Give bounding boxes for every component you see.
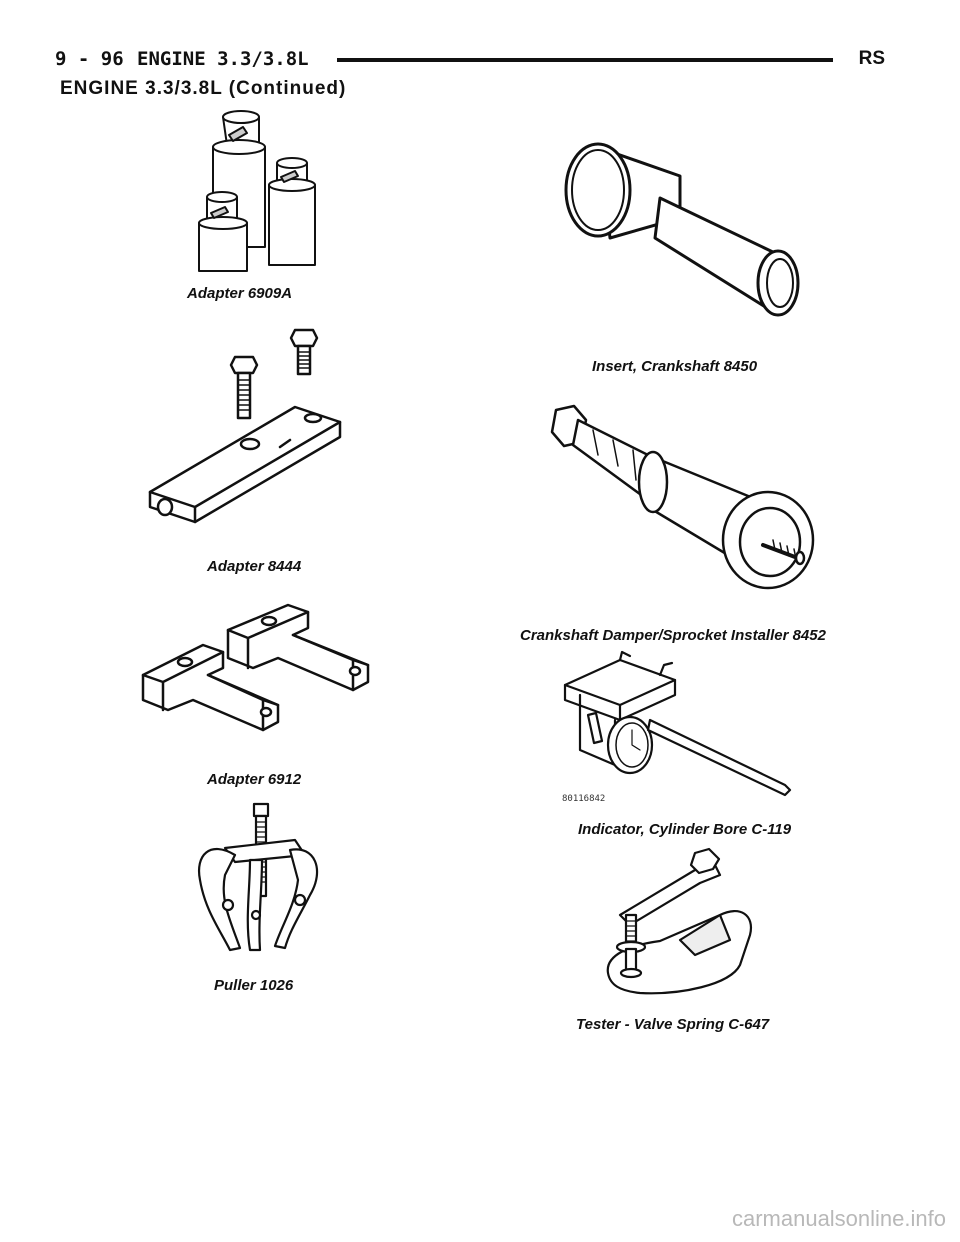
adapter-8444-figure: Adapter 8444: [145, 322, 355, 575]
valve-spring-tester-illustration: [606, 847, 753, 995]
adapter-6912-caption: Adapter 6912: [207, 771, 302, 788]
page-header: 9 - 96 ENGINE 3.3/3.8L RS: [55, 48, 885, 72]
puller-figure: [190, 800, 330, 960]
watermark: carmanualsonline.info: [731, 1206, 946, 1231]
page-number: 9 - 96: [55, 48, 124, 70]
bore-indicator-caption: Indicator, Cylinder Bore C-119: [578, 821, 792, 838]
damper-installer-caption: Crankshaft Damper/Sprocket Installer 845…: [520, 627, 826, 644]
valve-spring-tester-caption: Tester - Valve Spring C-647: [576, 1016, 770, 1033]
section-title: ENGINE 3.3/3.8L: [137, 48, 309, 70]
header-rule: [337, 58, 833, 62]
damper-installer-figure: [538, 400, 828, 590]
adapter-6912-figure: [138, 600, 378, 740]
adapter-6909a-illustration: [198, 110, 316, 272]
continued-heading: ENGINE 3.3/3.8L (Continued): [60, 78, 347, 99]
adapter-6909a-caption: Adapter 6909A: [187, 285, 293, 302]
adapter-8444-illustration: [148, 328, 342, 524]
crankshaft-insert-caption: Insert, Crankshaft 8450: [592, 358, 758, 375]
crankshaft-insert-figure: [560, 128, 820, 328]
adapter-8444-caption: Adapter 8444: [207, 558, 302, 575]
model-code: RS: [858, 48, 885, 69]
valve-spring-tester-figure: [600, 845, 760, 995]
puller-illustration: [197, 802, 319, 952]
bore-indicator-illustration: [563, 650, 792, 797]
damper-installer-illustration: [550, 404, 815, 590]
adapter-6912-illustration: [141, 603, 370, 732]
crankshaft-insert-illustration: [564, 142, 800, 317]
adapter-6909a-figure: Adapter 6909A: [185, 105, 335, 302]
puller-caption: Puller 1026: [214, 977, 294, 994]
figure-code: 80116842: [562, 794, 606, 804]
bore-indicator-figure: 80116842: [560, 650, 800, 805]
